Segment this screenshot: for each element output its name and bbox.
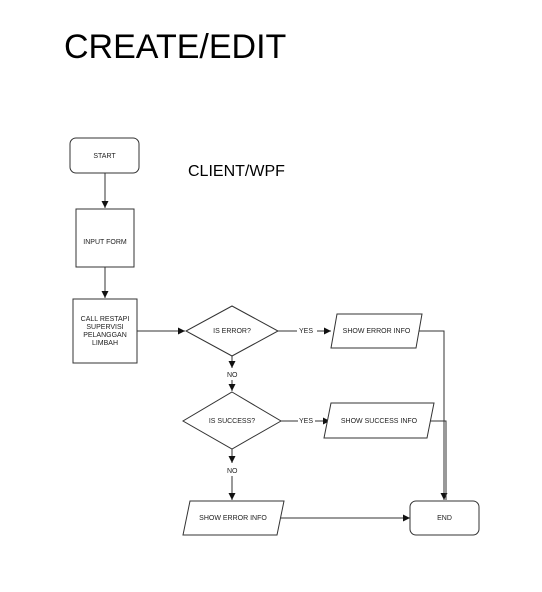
node-call-restapi-line-3: PELANGGAN (83, 332, 127, 339)
node-show-success-info-label: SHOW SUCCESS INFO (341, 418, 418, 425)
diagram-subtitle: CLIENT/WPF (188, 163, 285, 180)
node-call-restapi-line-4: LIMBAH (92, 340, 118, 347)
node-show-error-info-bottom-label: SHOW ERROR INFO (199, 515, 267, 522)
edge-label-success-yes: YES (299, 418, 313, 425)
page-title: CREATE/EDIT (64, 28, 287, 66)
node-call-restapi-line-2: SUPERVISI (86, 324, 123, 331)
edge-show-success-to-end (427, 420, 447, 500)
edge-show-error-top-to-end (415, 330, 448, 500)
node-input-form: INPUT FORM (75, 208, 135, 268)
node-call-restapi-line-1: CALL RESTAPI (81, 316, 130, 323)
node-show-success-info: SHOW SUCCESS INFO (323, 402, 435, 439)
node-call-restapi: CALL RESTAPI SUPERVISI PELANGGAN LIMBAH (72, 298, 138, 364)
node-show-error-info-top-label: SHOW ERROR INFO (343, 328, 411, 335)
edge-label-success-no: NO (227, 468, 238, 475)
node-end: END (409, 500, 480, 536)
node-is-error: IS ERROR? (184, 305, 280, 357)
node-is-error-label: IS ERROR? (213, 328, 251, 335)
node-is-success-label: IS SUCCESS? (209, 418, 255, 425)
node-start-label: START (93, 153, 116, 160)
node-show-error-info-bottom: SHOW ERROR INFO (182, 500, 285, 536)
node-start: START (69, 137, 140, 174)
node-show-error-info-top: SHOW ERROR INFO (330, 313, 423, 349)
node-is-success: IS SUCCESS? (182, 391, 282, 450)
node-input-form-label: INPUT FORM (83, 239, 127, 246)
node-end-label: END (437, 515, 452, 522)
edge-label-error-yes: YES (299, 328, 313, 335)
edge-label-error-no: NO (227, 372, 238, 379)
